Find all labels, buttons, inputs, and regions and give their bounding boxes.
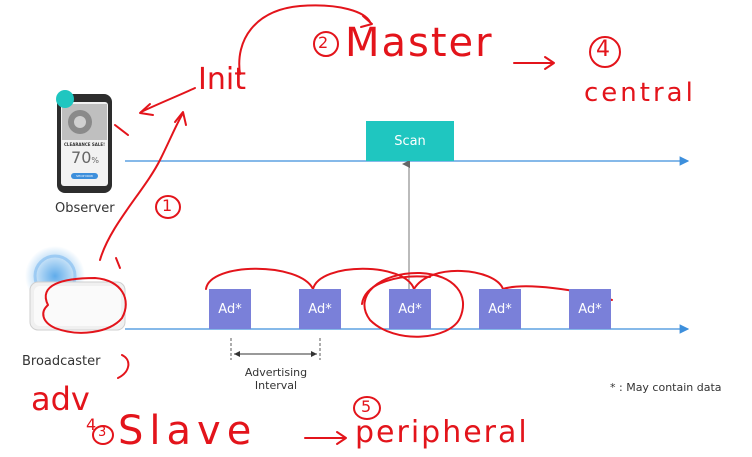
handwritten-adv: adv — [31, 380, 90, 418]
broadcaster-label: Broadcaster — [22, 354, 101, 369]
advertising-interval-label: Advertising Interval — [235, 366, 317, 392]
advertising-interval-bracket — [230, 338, 321, 360]
phone-shop-button: SHOP NOW — [76, 174, 93, 178]
handwritten-3: 3 — [98, 425, 107, 440]
handwritten-4-slave: 4 — [86, 415, 97, 434]
ad-box: Ad* — [299, 289, 341, 329]
observer-phone-icon — [56, 90, 112, 193]
handwritten-master: Master — [345, 20, 494, 66]
handwritten-slave: Slave — [118, 408, 258, 454]
broadcaster-device-icon — [25, 246, 126, 331]
ad-box: Ad* — [569, 289, 611, 329]
handwritten-1: 1 — [162, 196, 173, 215]
handwritten-5: 5 — [361, 397, 372, 416]
phone-percent-value: 70 — [71, 148, 92, 167]
ad-box: Ad* — [389, 289, 431, 329]
ad-box: Ad* — [209, 289, 251, 329]
phone-percent-sign: % — [91, 156, 99, 165]
handwritten-init: Init — [198, 62, 246, 97]
handwritten-annotations — [42, 4, 621, 445]
scan-box: Scan — [366, 121, 454, 161]
handwritten-peripheral: peripheral — [355, 415, 529, 450]
ad-box: Ad* — [479, 289, 521, 329]
advertising-interval-line2: Interval — [254, 379, 298, 392]
advertising-interval-line1: Advertising — [244, 366, 308, 379]
handwritten-2: 2 — [318, 33, 329, 52]
observer-label: Observer — [55, 201, 115, 216]
phone-sale-text: CLEARANCE SALE! — [64, 142, 105, 147]
handwritten-central: central — [584, 78, 696, 108]
handwritten-4: 4 — [596, 37, 610, 62]
footnote: * : May contain data — [610, 381, 722, 394]
phone-percent: 70% — [63, 148, 107, 167]
